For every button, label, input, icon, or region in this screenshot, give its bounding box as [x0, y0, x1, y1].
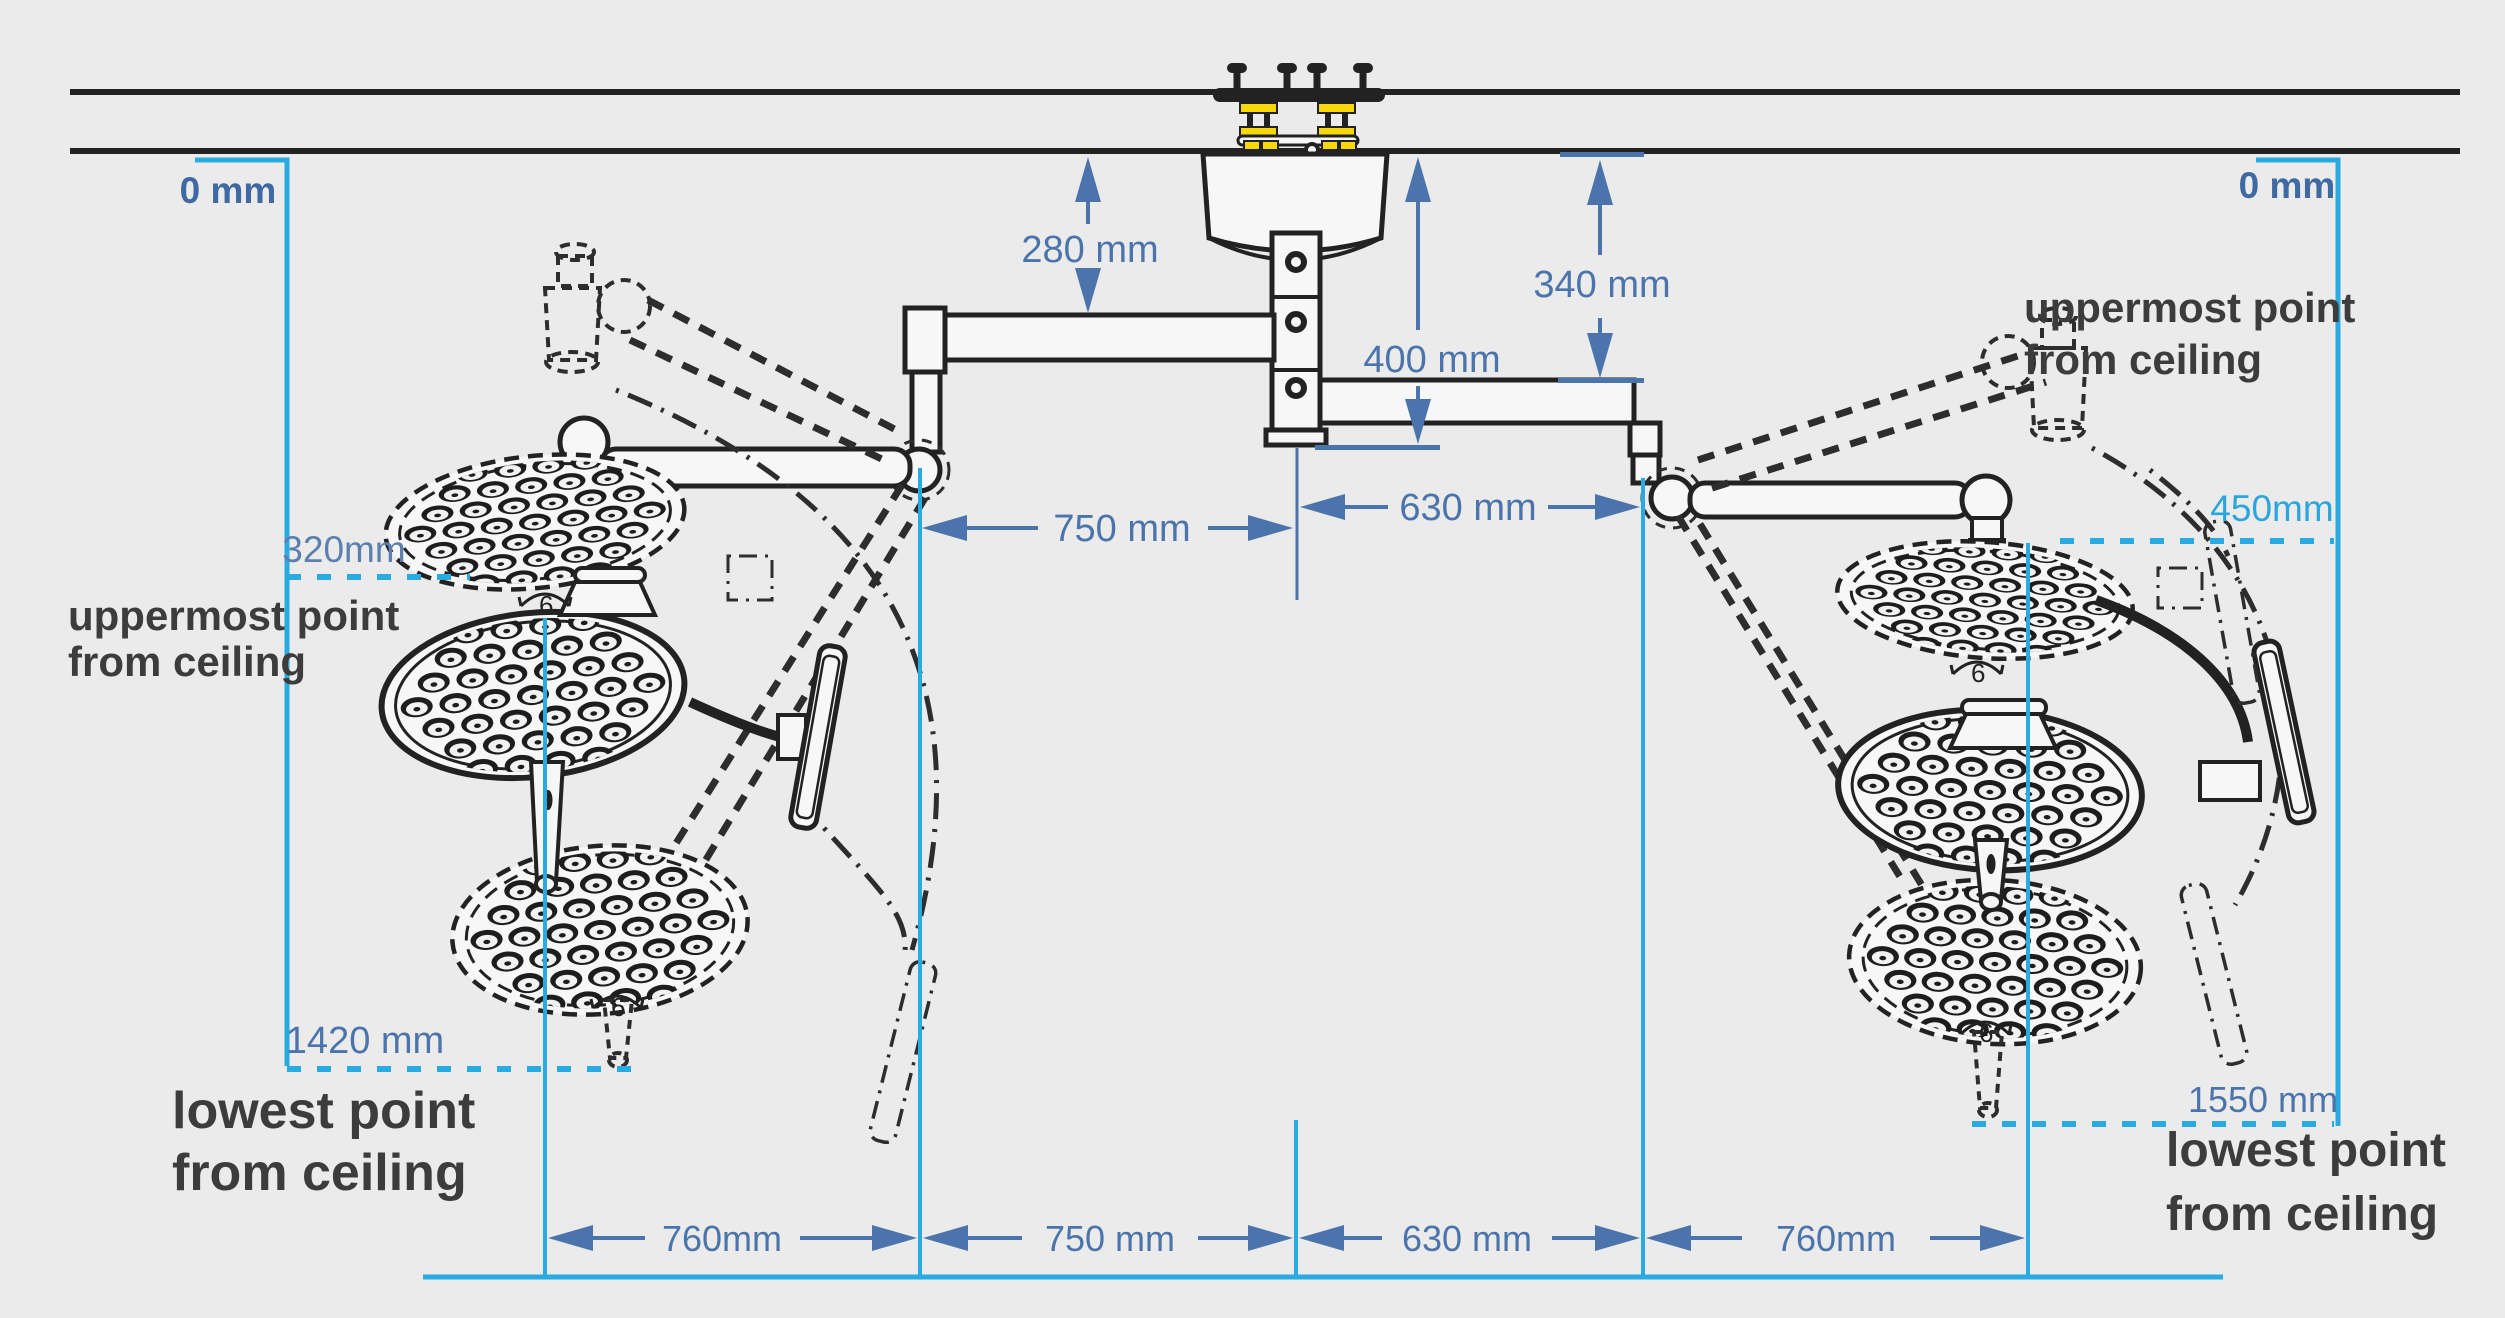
- svg-text:lowest point: lowest point: [2166, 1124, 2446, 1177]
- right-extension-arm: [1317, 377, 1637, 426]
- svg-text:from ceiling: from ceiling: [172, 1144, 467, 1202]
- bottom-dim-750: 750 mm: [1045, 1218, 1175, 1259]
- right-solid-lamp-bracket: [1946, 698, 2060, 750]
- dim-280: 280 mm: [1021, 229, 1158, 271]
- right-upper-swivel-icon: [1949, 656, 2005, 690]
- anchor-bolts: [1227, 63, 1373, 92]
- zero-label-left: 0 mm: [180, 170, 277, 211]
- left-monitor-paddle: [788, 643, 848, 831]
- motion-path-curves: [615, 387, 2285, 953]
- zero-label-right: 0 mm: [2239, 165, 2336, 206]
- right-ghost-raised-lamp: [1980, 306, 2089, 442]
- vertical-dimensions: [1075, 152, 1644, 450]
- lowest-value-left: 1420 mm: [286, 1020, 444, 1062]
- bottom-dimension-row: [548, 1225, 2025, 1251]
- right-zero-bracket: [2256, 157, 2341, 1126]
- left-extension-arm: [937, 312, 1277, 363]
- svg-text:from ceiling: from ceiling: [68, 638, 306, 685]
- left-ghost-arm-lines: [628, 296, 928, 878]
- left-monitor-arm: [687, 697, 808, 761]
- cyan-reference-lines: [195, 157, 2341, 1280]
- right-ghost-monitor-paddle-lower: [2179, 881, 2249, 1067]
- left-solid-lamp-bracket: [556, 566, 659, 617]
- left-zero-bracket: [195, 157, 290, 1066]
- mid-horizontal-dimensions: [922, 448, 1640, 600]
- left-ghost-raised-lamp: [542, 242, 652, 374]
- bottom-dim-760-right: 760mm: [1776, 1218, 1896, 1259]
- dim-630-mid: 630 mm: [1399, 487, 1536, 529]
- dim-400: 400 mm: [1363, 339, 1500, 381]
- left-ghost-bracket: [726, 554, 774, 602]
- svg-text:uppermost point: uppermost point: [2024, 284, 2355, 331]
- svg-text:uppermost point: uppermost point: [68, 592, 399, 639]
- dim-750-mid: 750 mm: [1053, 508, 1190, 550]
- lowest-annotation-right: lowest point from ceiling: [2166, 1124, 2446, 1241]
- left-lamp-raised-position: [383, 451, 687, 593]
- svg-text:from ceiling: from ceiling: [2166, 1188, 2438, 1241]
- right-ghost-monitor-paddle-upper: [2203, 518, 2261, 706]
- uppermost-annotation-left: uppermost point from ceiling: [68, 592, 399, 685]
- left-ghost-monitor-paddle: [868, 959, 938, 1145]
- right-elbow-joint: [1627, 420, 1704, 530]
- suspension-rods-and-nuts: [1236, 102, 1360, 158]
- central-column: [1263, 230, 1329, 448]
- right-solid-lamp-handle: [1972, 838, 2010, 912]
- lowest-value-right: 1550 mm: [2188, 1079, 2338, 1120]
- bottom-dim-760-left: 760mm: [662, 1218, 782, 1259]
- bottom-dim-630: 630 mm: [1402, 1218, 1532, 1259]
- left-lamp-lowered-position: [450, 843, 750, 1017]
- ceiling-anchor-plate: [1200, 63, 1390, 448]
- right-monitor-paddle: [2251, 638, 2317, 826]
- svg-text:lowest point: lowest point: [172, 1082, 475, 1140]
- lowest-annotation-left: lowest point from ceiling: [172, 1082, 475, 1202]
- right-lamp-raised-position: [1835, 538, 2135, 662]
- dim-340: 340 mm: [1533, 264, 1670, 306]
- svg-text:from ceiling: from ceiling: [2024, 336, 2262, 383]
- uppermost-value-right: 450mm: [2210, 488, 2333, 529]
- right-monitor-arm: [2094, 595, 2262, 802]
- right-ghost-bracket: [2156, 566, 2204, 610]
- uppermost-value-left: 320mm: [282, 529, 405, 570]
- uppermost-annotation-right: uppermost point from ceiling: [2024, 284, 2355, 383]
